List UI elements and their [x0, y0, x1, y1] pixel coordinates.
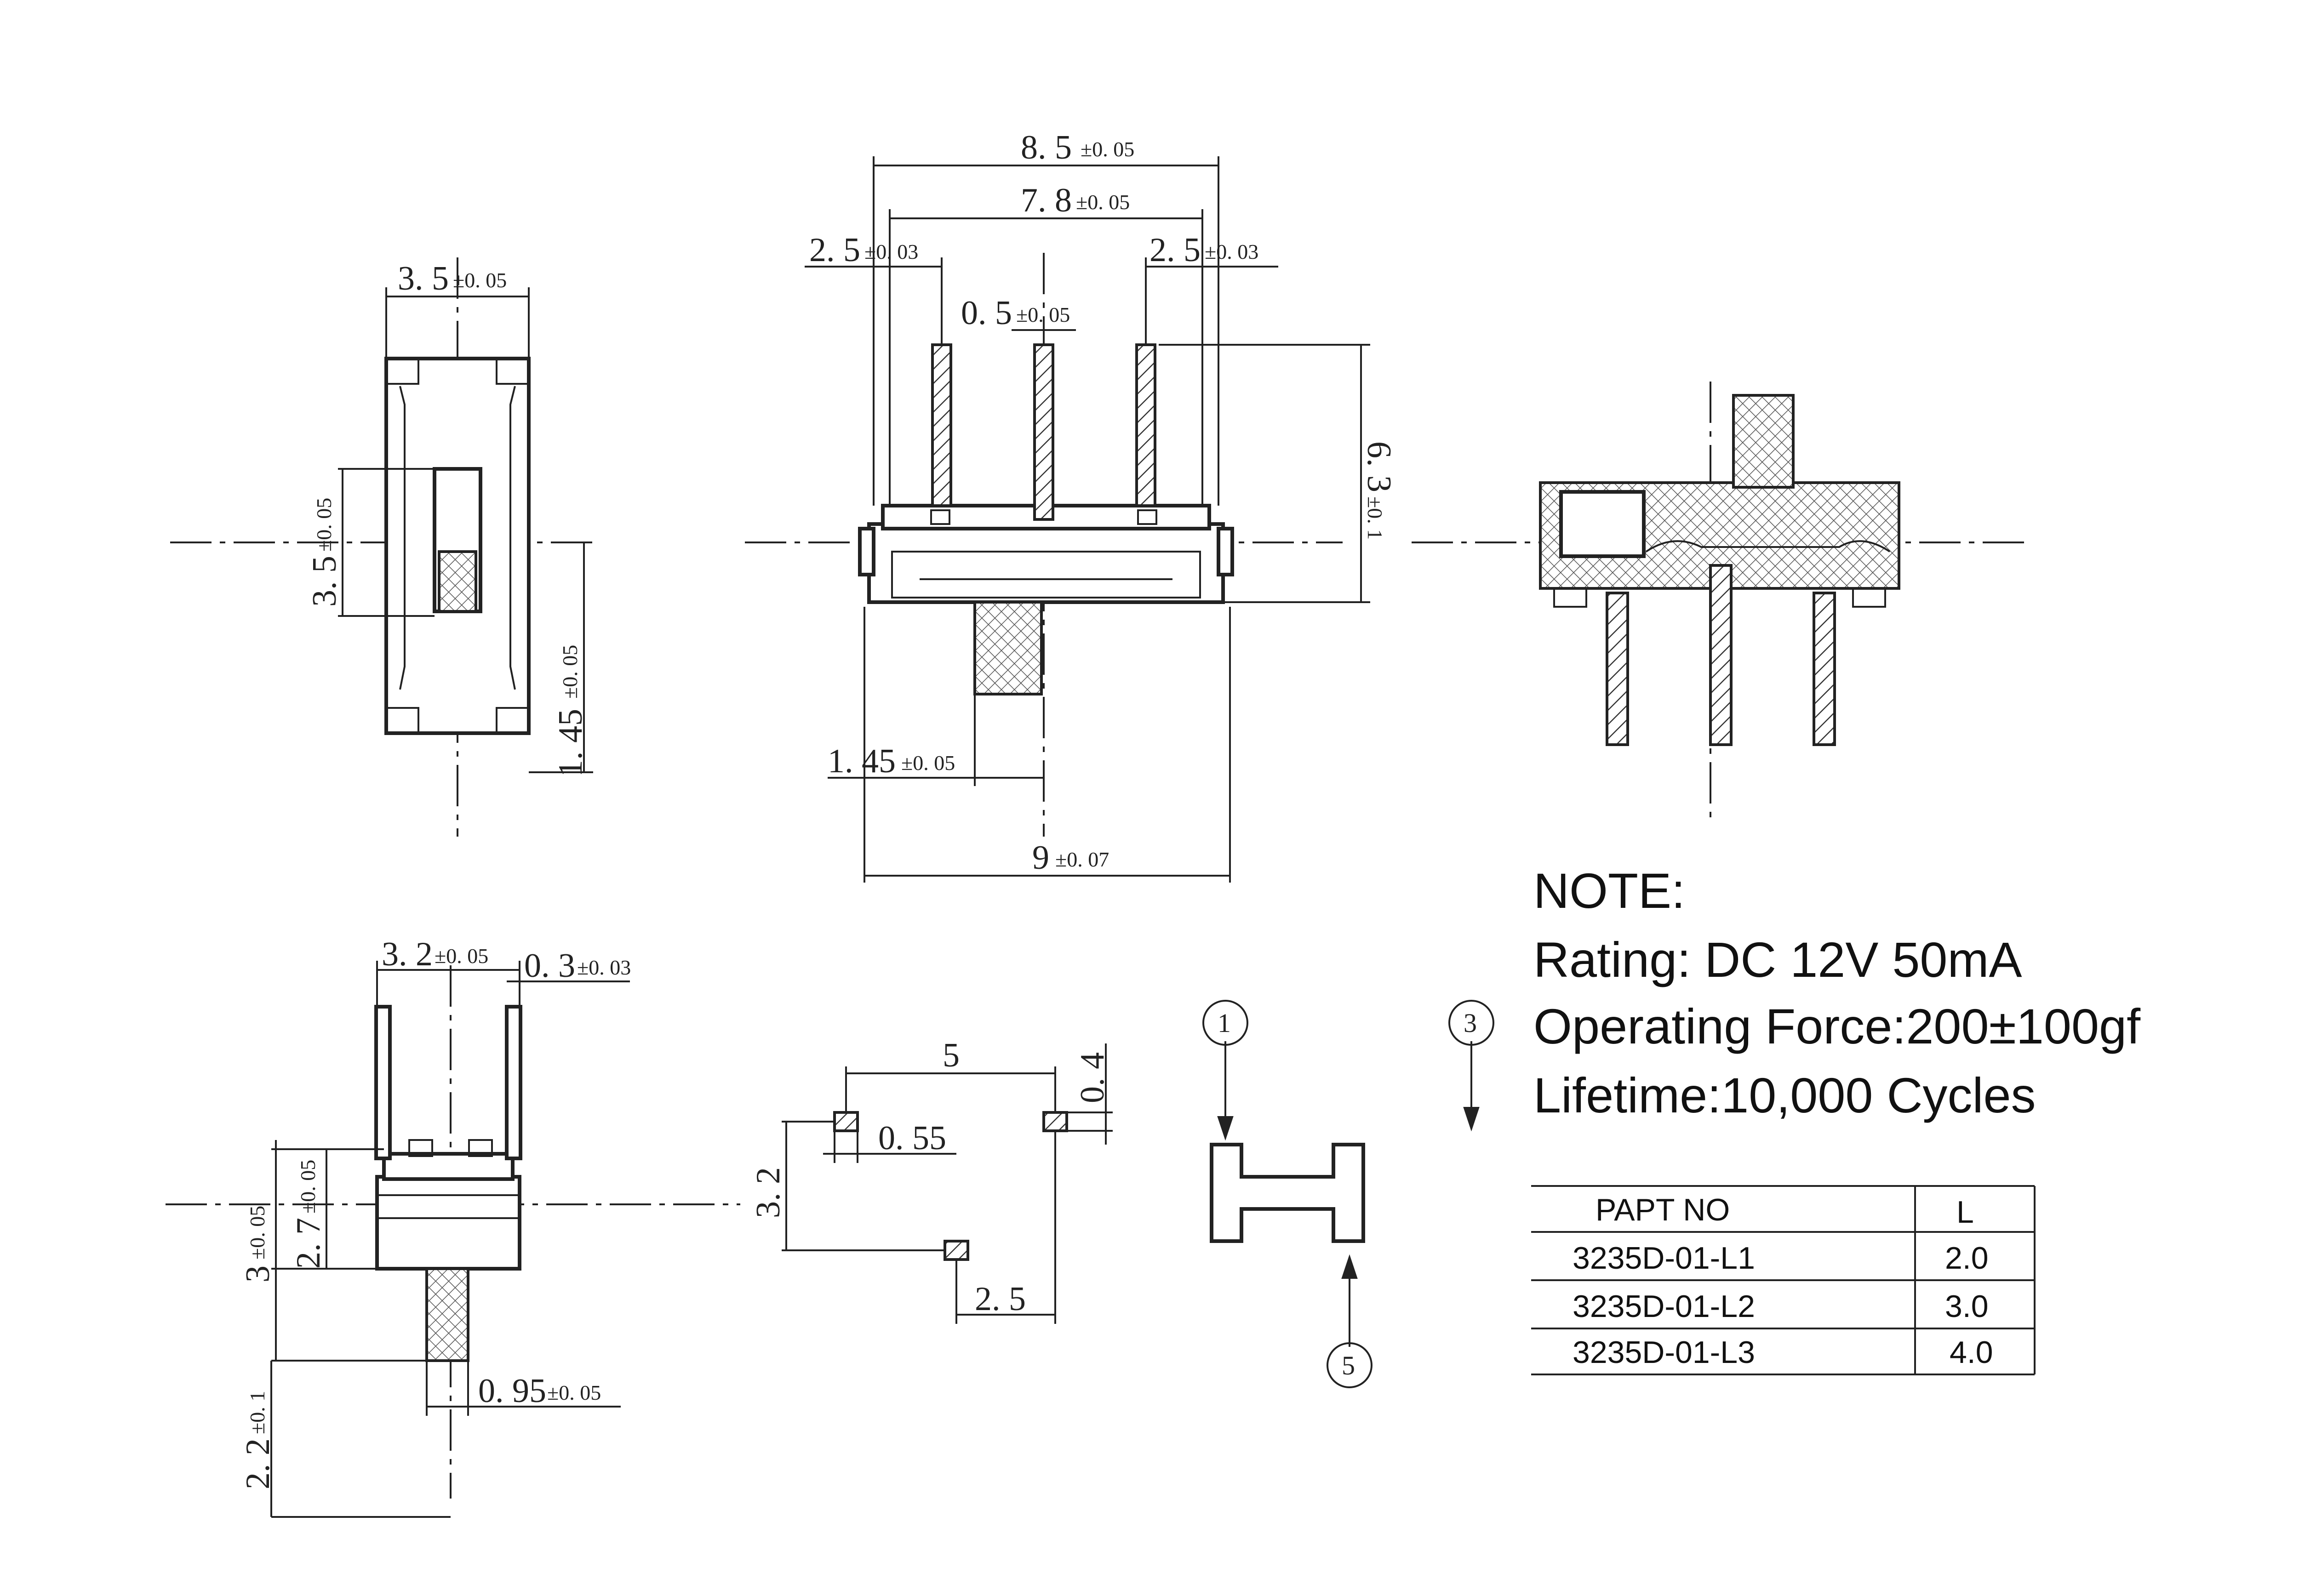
dim-lead-thickness-tol: ±0. 03 — [577, 956, 631, 979]
front-pin-center — [1033, 343, 1054, 521]
front-actuator — [973, 601, 1043, 695]
dim-end-height-inner: 2. 7 — [290, 1218, 327, 1269]
note-rating: Rating: DC 12V 50mA — [1533, 932, 2022, 987]
note-heading: NOTE: — [1533, 863, 1685, 918]
callout-3: 3 — [1464, 1008, 1477, 1038]
front-pin-left — [931, 343, 952, 507]
table-row-1-part: 3235D-01-L1 — [1573, 1241, 1755, 1276]
dim-pitch-right-tol: ±0. 03 — [1205, 240, 1258, 263]
dim-top-inner: 7. 8 — [1021, 182, 1072, 219]
dim-bottom-width-tol: ±0. 07 — [1055, 848, 1109, 871]
dim-side-height-tol: ±0. 05 — [312, 498, 336, 552]
dim-pin-width-tol: ±0. 05 — [1016, 303, 1070, 326]
table-row-2-l: 3.0 — [1945, 1289, 1989, 1324]
dim-top-inner-tol: ±0. 05 — [1076, 190, 1130, 214]
dim-end-width: 3. 2 — [382, 935, 433, 973]
dim-footprint-pad-width: 0. 55 — [878, 1119, 946, 1157]
front-view — [745, 253, 1343, 837]
dim-end-height-outer-tol: ±0. 05 — [246, 1206, 269, 1260]
pad-top-right — [1042, 1111, 1068, 1132]
dim-top-overall: 8. 5 — [1021, 129, 1072, 166]
table-header-part: PAPT NO — [1596, 1192, 1730, 1227]
dim-pitch-left: 2. 5 — [809, 231, 860, 269]
callout-1: 1 — [1218, 1008, 1231, 1038]
dim-actuator-offset-tol: ±0. 05 — [901, 751, 955, 775]
dim-actuator-width: 0. 95 — [478, 1372, 546, 1410]
dim-footprint-offset: 2. 5 — [975, 1280, 1026, 1318]
note-lifetime: Lifetime:10,000 Cycles — [1533, 1067, 2036, 1123]
end-actuator — [425, 1267, 469, 1362]
dim-actuator-length: 2. 2 — [239, 1438, 277, 1489]
dim-footprint-span: 5 — [943, 1037, 960, 1074]
dim-side-height: 3. 5 — [306, 556, 343, 607]
dimension-labels: 8. 5 ±0. 05 7. 8 ±0. 05 2. 5 ±0. 03 2. 5… — [239, 129, 1398, 1489]
dim-pitch-right: 2. 5 — [1150, 231, 1201, 269]
dim-actuator-width-tol: ±0. 05 — [547, 1381, 601, 1404]
dim-footprint-pad-size: 0. 4 — [1074, 1052, 1111, 1103]
callout-5: 5 — [1342, 1351, 1355, 1380]
dim-lead-thickness: 0. 3 — [524, 947, 575, 985]
section-actuator — [1732, 394, 1795, 489]
dim-height-right-tol: ±0. 1 — [1363, 496, 1387, 540]
table-row-3-part: 3235D-01-L3 — [1573, 1335, 1755, 1370]
section-view — [1412, 382, 2032, 818]
dim-end-height-inner-tol: ±0. 05 — [296, 1160, 320, 1214]
front-pin-right — [1135, 343, 1156, 507]
notes-block: NOTE: Rating: DC 12V 50mA Operating Forc… — [1533, 863, 2141, 1123]
dim-side-lower-tol: ±0. 05 — [558, 645, 582, 699]
dim-pitch-left-tol: ±0. 03 — [864, 240, 918, 263]
dimension-lines — [270, 156, 1480, 1518]
dim-actuator-length-tol: ±0. 1 — [246, 1391, 269, 1434]
table-row-2-part: 3235D-01-L2 — [1573, 1289, 1755, 1324]
dim-end-height-outer: 3 — [239, 1265, 277, 1282]
part-table: PAPT NO L 3235D-01-L1 2.0 3235D-01-L2 3.… — [1531, 1185, 2036, 1375]
dim-actuator-offset: 1. 45 — [828, 742, 896, 780]
dim-footprint-row-spacing: 3. 2 — [749, 1167, 787, 1218]
note-force: Operating Force:200±100gf — [1533, 998, 2141, 1054]
table-row-3-l: 4.0 — [1950, 1335, 1993, 1370]
dim-side-width: 3. 5 — [398, 260, 449, 297]
end-view — [166, 965, 740, 1499]
dim-pin-width: 0. 5 — [961, 294, 1012, 332]
table-row-1-l: 2.0 — [1945, 1241, 1989, 1276]
table-header-l: L — [1956, 1195, 1974, 1230]
dim-bottom-width: 9 — [1032, 839, 1049, 877]
dim-side-lower: 1. 45 — [552, 709, 589, 777]
dim-top-overall-tol: ±0. 05 — [1081, 137, 1134, 161]
dim-end-width-tol: ±0. 05 — [435, 944, 488, 968]
pad-top-left — [833, 1111, 859, 1132]
callouts: 1 5 3 — [1202, 1000, 1494, 1388]
dim-height-right: 6. 3 — [1360, 441, 1398, 492]
top-view — [1210, 1143, 1365, 1243]
dim-side-width-tol: ±0. 05 — [453, 268, 507, 292]
pad-bottom — [944, 1240, 969, 1261]
footprint-view — [833, 1111, 1068, 1261]
